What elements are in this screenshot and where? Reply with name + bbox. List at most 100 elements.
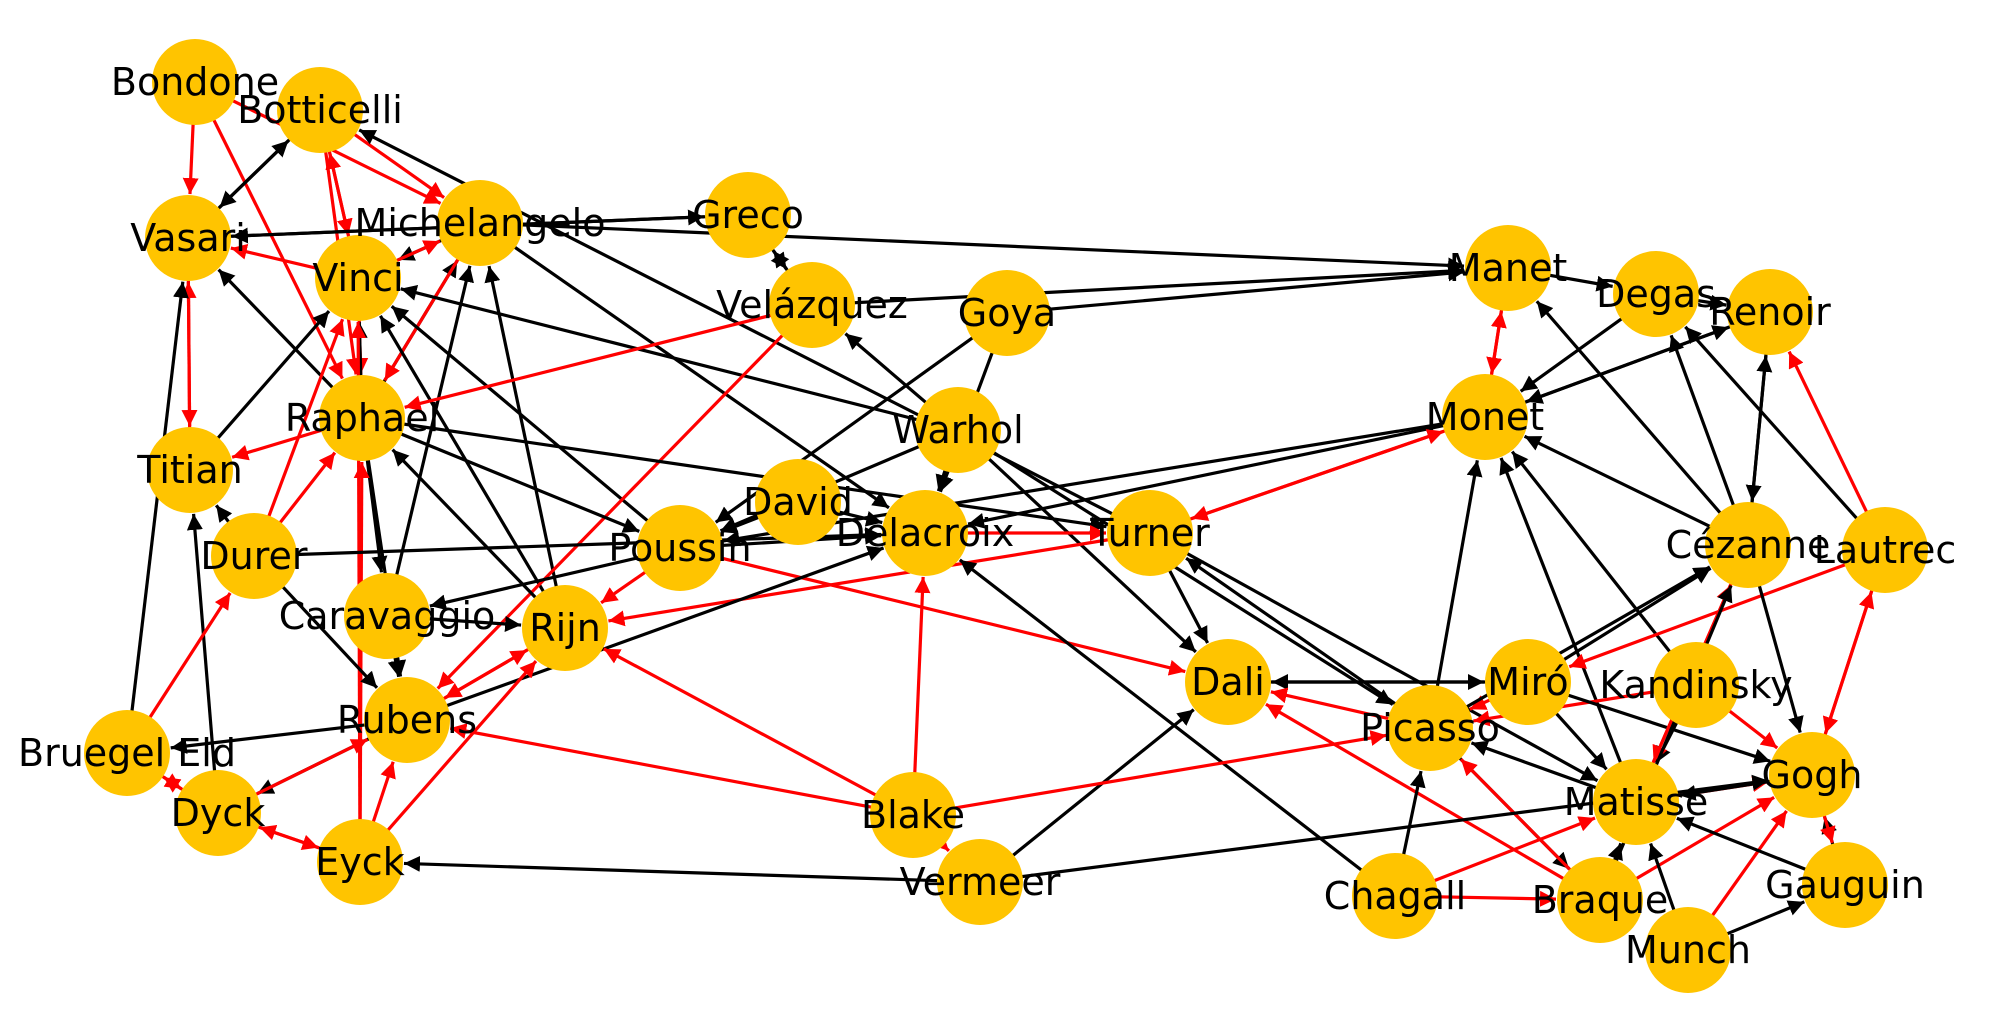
node-label-bondone: Bondone (111, 60, 279, 104)
node-circle-durer (211, 513, 297, 599)
node-vermeer (937, 839, 1023, 925)
node-circle-eyck (317, 819, 403, 905)
node-circle-bruegeleld (84, 710, 170, 796)
edge-turner-to-rijn (608, 534, 1134, 627)
edge-gogh-to-lautrec (1815, 591, 1875, 760)
node-label-kandinsky: Kandinsky (1599, 663, 1792, 707)
node-lautrec (1842, 507, 1928, 593)
node-label-david: David (743, 480, 853, 524)
node-dali (1185, 639, 1271, 725)
node-velazquez (769, 262, 855, 348)
edge-miro-to-gogh (1543, 685, 1771, 764)
node-circle-botticelli (277, 67, 363, 153)
node-label-vasari: Vasari (130, 216, 246, 260)
edge-braque-to-dali (1265, 702, 1586, 893)
node-circle-velazquez (769, 262, 855, 348)
node-circle-dali (1185, 639, 1271, 725)
node-circle-picasso (1387, 685, 1473, 771)
node-label-rubens: Rubens (337, 698, 477, 742)
edge-gauguin-to-matisse (1676, 816, 1830, 881)
node-circle-goya (964, 270, 1050, 356)
edge-warhol-to-vinci (400, 284, 942, 428)
node-renoir (1727, 269, 1813, 355)
node-label-cezanne: Cézanne (1666, 523, 1831, 567)
node-titian (147, 427, 233, 513)
node-label-delacroix: Delacroix (836, 511, 1014, 555)
edge-matisse-to-monet (1499, 457, 1632, 787)
node-label-titian: Titian (136, 448, 242, 492)
node-label-caravaggio: Caravaggio (279, 594, 496, 638)
edge-cezanne-to-gogh (1751, 561, 1804, 734)
node-circle-turner (1107, 490, 1193, 576)
node-monet (1442, 374, 1528, 460)
edge-rubens-to-delacroix (422, 545, 885, 716)
edge-titian-to-vinci (200, 310, 331, 459)
node-label-botticelli: Botticelli (237, 88, 403, 132)
edge-monet-to-poussin (723, 418, 1469, 547)
edges-layer (127, 88, 1882, 945)
edge-poussin-to-caravaggio (429, 550, 664, 611)
node-degas (1613, 251, 1699, 337)
edge-titian-to-vasari (180, 281, 197, 453)
node-label-rijn: Rijn (529, 606, 601, 650)
node-circle-raphael (319, 375, 405, 461)
edge-michelangelo-to-raphael (383, 236, 473, 382)
edge-rijn-to-michelangelo (484, 265, 564, 612)
node-caravaggio (344, 573, 430, 659)
node-label-warhol: Warhol (892, 408, 1023, 452)
node-circle-gogh (1769, 732, 1855, 818)
node-circle-vinci (315, 235, 401, 321)
node-label-matisse: Matisse (1564, 780, 1709, 824)
edge-goya-to-manet (1023, 265, 1465, 314)
edge-rijn-to-raphael (391, 448, 555, 617)
node-circle-renoir (1727, 269, 1813, 355)
edge-blake-to-rubens (449, 723, 897, 814)
node-circle-caravaggio (344, 573, 430, 659)
edge-cezanne-to-manet (1535, 300, 1738, 534)
node-gogh (1769, 732, 1855, 818)
node-label-goya: Goya (958, 291, 1056, 335)
node-circle-vasari (145, 195, 231, 281)
node-circle-titian (147, 427, 233, 513)
edge-poussin-to-dali (696, 550, 1186, 676)
node-circle-degas (1613, 251, 1699, 337)
edge-durer-to-rubens (264, 567, 379, 689)
node-label-velazquez: Velázquez (716, 283, 908, 327)
node-label-monet: Monet (1426, 395, 1544, 439)
node-poussin (637, 505, 723, 591)
edge-michelangelo-to-delacroix (493, 231, 890, 510)
node-raphael (319, 375, 405, 461)
node-circle-blake (870, 772, 956, 858)
edge-cezanne-to-renoir (1748, 355, 1773, 529)
node-circle-delacroix (882, 490, 968, 576)
node-circle-kandinsky (1653, 642, 1739, 728)
node-label-renoir: Renoir (1709, 290, 1831, 334)
edge-picasso-to-turner (1185, 556, 1417, 720)
node-circle-bondone (152, 39, 238, 125)
node-miro (1485, 639, 1571, 725)
node-cezanne (1705, 502, 1791, 588)
edge-monet-to-delacroix (967, 418, 1469, 529)
edge-chagall-to-matisse (1410, 816, 1596, 892)
edge-bondone-to-raphael (201, 96, 344, 380)
edge-bruegeleld-to-durer (134, 592, 232, 740)
node-circle-braque (1557, 857, 1643, 943)
node-matisse (1593, 759, 1679, 845)
edge-eyck-to-raphael (353, 461, 370, 845)
edge-blake-to-rijn (603, 647, 899, 809)
edge-blake-to-picasso (929, 730, 1387, 814)
edge-bruegeleld-to-vasari (127, 281, 189, 737)
node-bondone (152, 39, 238, 125)
node-blake (870, 772, 956, 858)
edge-matisse-to-picasso (1470, 740, 1621, 798)
node-label-degas: Degas (1596, 272, 1716, 316)
node-label-miro: Miró (1487, 660, 1568, 704)
node-circle-rijn (522, 585, 608, 671)
edge-turner-to-matisse (1164, 539, 1599, 783)
node-vinci (315, 235, 401, 321)
node-circle-monet (1442, 374, 1528, 460)
node-manet (1465, 225, 1551, 311)
node-label-picasso: Picasso (1360, 706, 1500, 750)
node-label-munch: Munch (1625, 928, 1751, 972)
